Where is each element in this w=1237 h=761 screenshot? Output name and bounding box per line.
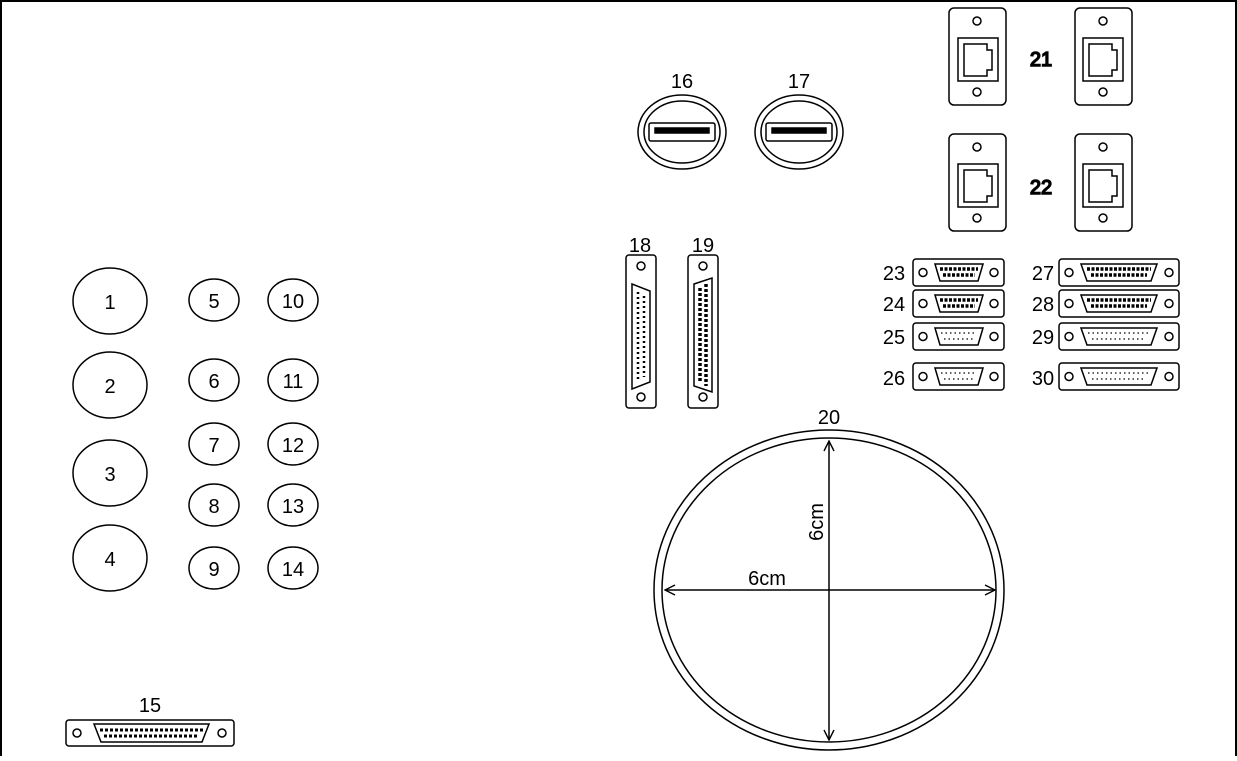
label-25: 25 bbox=[883, 327, 905, 349]
horizontal-dimension-label: 6cm bbox=[748, 568, 786, 590]
rj-connector-21-right bbox=[1074, 7, 1133, 106]
label-28: 28 bbox=[1032, 294, 1054, 316]
label-16: 16 bbox=[671, 71, 693, 93]
round-connector-2: 2 bbox=[72, 351, 148, 419]
vertical-dimension-label: 6cm bbox=[806, 503, 828, 541]
label-23: 23 bbox=[883, 263, 905, 285]
round-connector-12: 12 bbox=[267, 422, 319, 466]
label-15: 15 bbox=[139, 695, 161, 717]
dsub-connector-18: 18 bbox=[625, 235, 657, 409]
round-connector-8: 8 bbox=[188, 483, 240, 527]
label-29: 29 bbox=[1032, 327, 1054, 349]
round-connector-6: 6 bbox=[188, 358, 240, 402]
dsub-connector-28: 28 bbox=[1032, 289, 1180, 318]
label-11: 11 bbox=[283, 371, 304, 393]
label-13: 13 bbox=[282, 496, 304, 518]
round-connector-4: 4 bbox=[72, 524, 148, 592]
round-connector-5: 5 bbox=[188, 278, 240, 322]
dsub-connector-24: 24 bbox=[883, 289, 1005, 318]
label-26: 26 bbox=[883, 368, 905, 390]
round-connector-13: 13 bbox=[267, 483, 319, 527]
label-5: 5 bbox=[208, 291, 219, 313]
usb-connector-16: 16 bbox=[637, 71, 727, 170]
dsub-connector-25: 25 bbox=[883, 322, 1005, 351]
label-30: 30 bbox=[1032, 368, 1054, 390]
round-connector-9: 9 bbox=[188, 546, 240, 590]
label-20: 20 bbox=[818, 407, 840, 429]
label-9: 9 bbox=[208, 559, 219, 581]
dsub-connector-19: 19 bbox=[687, 235, 719, 409]
round-connector-10: 10 bbox=[267, 278, 319, 322]
label-7: 7 bbox=[208, 435, 219, 457]
label-2: 2 bbox=[104, 376, 115, 398]
dsub-connector-26: 26 bbox=[883, 362, 1005, 391]
label-22: 22 bbox=[1030, 177, 1052, 199]
round-connector-14: 14 bbox=[267, 546, 319, 590]
label-3: 3 bbox=[104, 464, 115, 486]
round-connector-7: 7 bbox=[188, 422, 240, 466]
label-1: 1 bbox=[104, 292, 115, 314]
dsub-connector-15: 15 bbox=[65, 695, 235, 747]
dsub-connector-30: 30 bbox=[1032, 362, 1180, 391]
label-19: 19 bbox=[692, 235, 714, 257]
label-8: 8 bbox=[208, 496, 219, 518]
dsub-connector-29: 29 bbox=[1032, 322, 1180, 351]
label-10: 10 bbox=[282, 291, 304, 313]
label-27: 27 bbox=[1032, 263, 1054, 285]
label-17: 17 bbox=[788, 71, 810, 93]
round-connector-1: 1 bbox=[72, 267, 148, 335]
usb-connector-17: 17 bbox=[754, 71, 844, 170]
round-connector-11: 11 bbox=[267, 358, 319, 402]
label-6: 6 bbox=[208, 371, 219, 393]
label-12: 12 bbox=[282, 435, 304, 457]
dsub-connector-23: 23 bbox=[883, 258, 1005, 287]
label-14: 14 bbox=[282, 559, 304, 581]
rj-connector-22-left bbox=[948, 133, 1007, 232]
rj-connector-21-left bbox=[948, 7, 1007, 106]
round-cutout-20: 20 6cm 6cm bbox=[653, 407, 1005, 751]
rj-connector-22-right bbox=[1074, 133, 1133, 232]
label-21: 21 bbox=[1030, 49, 1052, 71]
round-connector-3: 3 bbox=[72, 439, 148, 507]
label-24: 24 bbox=[883, 294, 905, 316]
label-4: 4 bbox=[104, 549, 115, 571]
label-18: 18 bbox=[629, 235, 651, 257]
dsub-connector-27: 27 bbox=[1032, 258, 1180, 287]
